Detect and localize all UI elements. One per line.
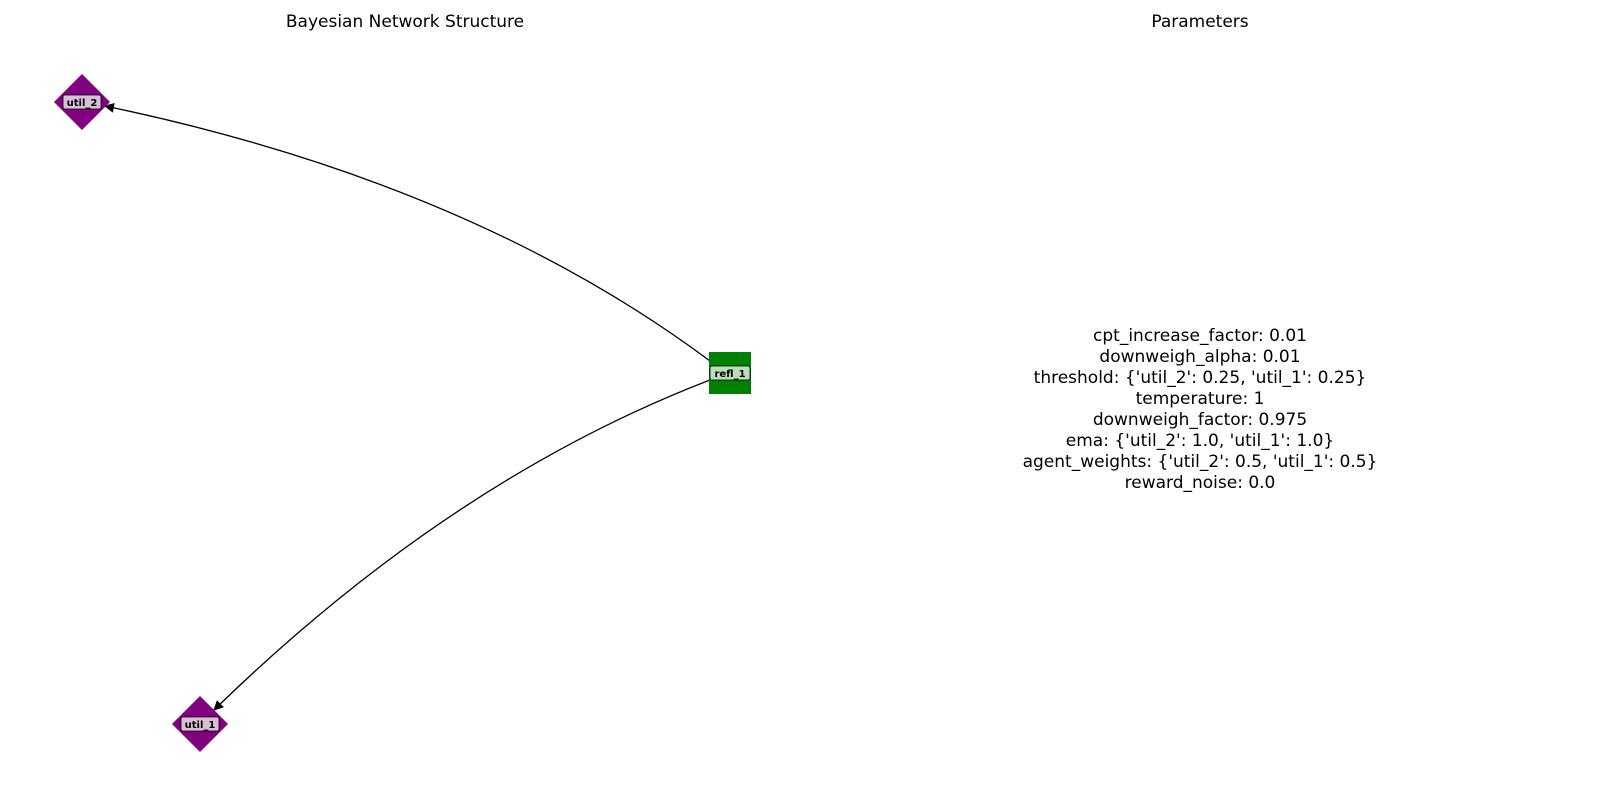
param-threshold: threshold: {'util_2': 0.25, 'util_1': 0.… [1033,368,1367,388]
param-downweigh-factor: downweigh_factor: 0.975 [1092,410,1308,430]
node-util-1[interactable]: util_1 [172,696,228,752]
param-downweigh-alpha: downweigh_alpha: 0.01 [1099,347,1301,367]
diagram-title: Bayesian Network Structure [285,12,525,32]
node-util-1-label-box [180,716,220,732]
node-util-2-label-box [62,94,102,110]
node-refl-1[interactable]: refl_1 [709,352,751,394]
node-util-2-label: util_2 [67,98,98,109]
parameters-title: Parameters [1151,12,1249,32]
edge-refl1-util2 [104,102,711,362]
edge-refl1-util1 [213,379,711,711]
node-refl-1-label: refl_1 [714,369,745,380]
node-util-2[interactable]: util_2 [54,74,110,130]
param-temperature: temperature: 1 [1135,389,1265,409]
parameters-list: cpt_increase_factor: 0.01 downweigh_alph… [1023,326,1378,494]
param-ema: ema: {'util_2': 1.0, 'util_1': 1.0} [1065,431,1335,451]
param-cpt-increase-factor: cpt_increase_factor: 0.01 [1093,326,1307,346]
node-refl-1-label-box [709,365,751,381]
network-diagram: util_2 util_1 refl_1 [54,74,751,752]
node-util-1-label: util_1 [185,720,216,731]
param-agent-weights: agent_weights: {'util_2': 0.5, 'util_1':… [1022,452,1378,472]
param-reward-noise: reward_noise: 0.0 [1124,473,1276,493]
